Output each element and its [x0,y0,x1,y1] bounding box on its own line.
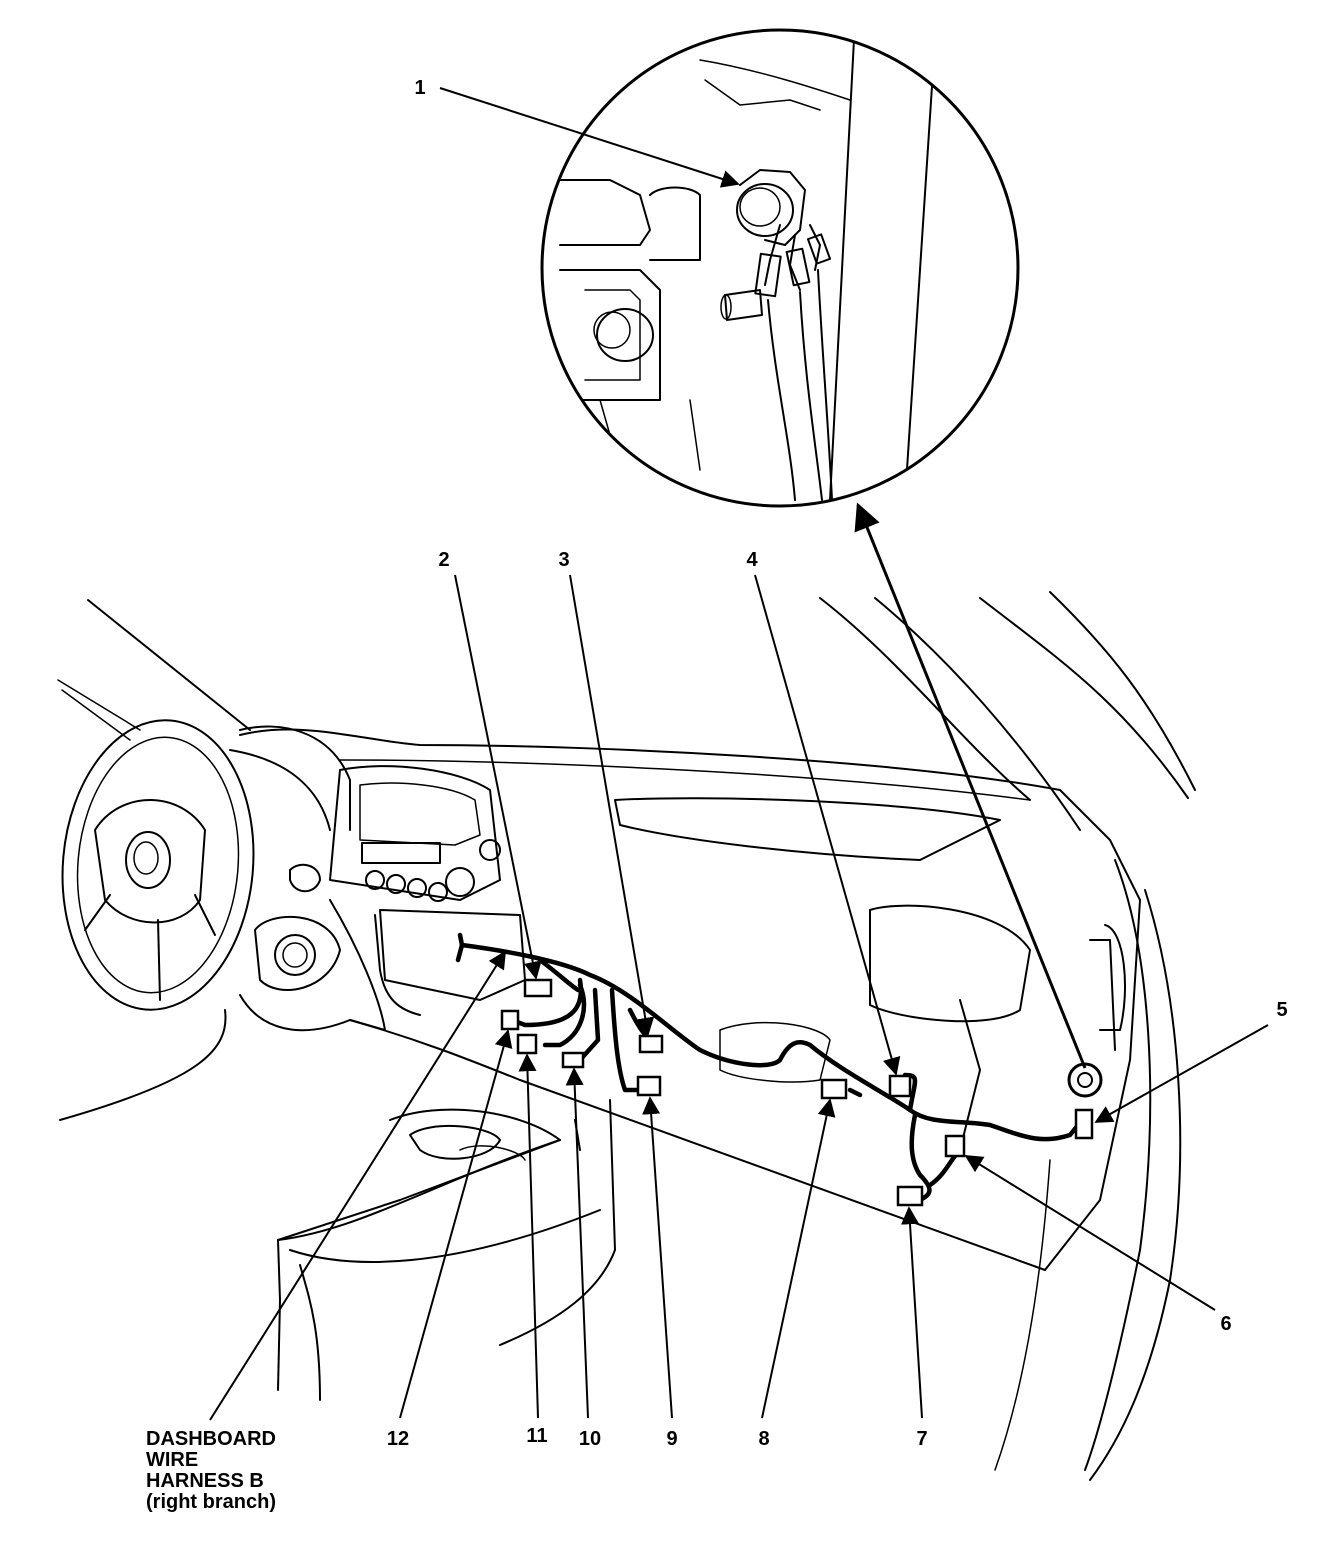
connector-3 [638,1034,664,1054]
connector-8 [820,1078,848,1100]
callout-3: 3 [558,549,569,571]
callout-10: 10 [579,1428,601,1450]
connector-2 [523,978,553,998]
leader-lines [209,87,1269,1421]
callout-8: 8 [758,1428,769,1450]
detail-view-circle [540,28,1020,508]
callout-1: 1 [414,77,425,99]
harness-label-line-3: HARNESS B [146,1470,264,1492]
callout-4: 4 [746,549,758,571]
callout-7: 7 [916,1428,927,1450]
harness-label-line-2: WIRE [146,1449,198,1471]
callout-2: 2 [438,549,449,571]
callout-5: 5 [1276,999,1287,1021]
callout-11: 11 [526,1425,547,1447]
connector-6 [944,1134,966,1158]
connector-9 [636,1075,662,1097]
connector-11 [516,1033,538,1055]
harness-label-line-1: DASHBOARD [146,1428,276,1450]
connector-5 [1074,1108,1094,1140]
dashboard-illustration [57,591,1196,1481]
callout-6: 6 [1220,1313,1231,1335]
dashboard-wire-harness-b [455,932,1103,1207]
connector-4 [888,1074,912,1098]
callout-labels: 1 2 3 4 5 6 7 8 9 10 11 12 DASHBOARD WIR… [146,77,1288,1513]
callout-9: 9 [666,1428,677,1450]
harness-label-line-4: (right branch) [146,1491,276,1513]
callout-12: 12 [387,1428,409,1450]
connector-12 [500,1009,520,1031]
connector-10 [561,1051,585,1069]
connector-7 [896,1185,924,1207]
